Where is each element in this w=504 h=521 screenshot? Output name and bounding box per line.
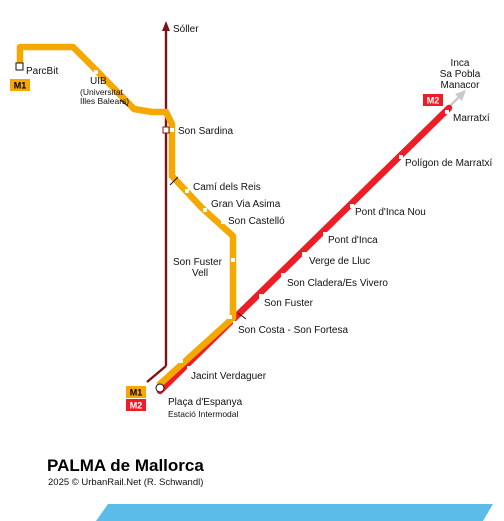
label-placa-espanya: Plaça d'Espanya [168, 397, 243, 408]
badge-m1-parcbit-text: M1 [14, 81, 27, 91]
marker-marratxi [445, 110, 449, 114]
soller-railway-spur [146, 365, 167, 383]
marker-son-fuster-vell [231, 258, 235, 262]
marker-verge-lluc [302, 252, 306, 256]
badge-m2-placa-box [126, 399, 146, 411]
label-m2-dest-2: Sa Pobla [440, 69, 481, 80]
marker-placa-espanya [155, 383, 165, 393]
label-m2-dest-1: Inca [451, 58, 470, 69]
marker-son-sardina-rail [162, 126, 170, 134]
label-m2-dest-3: Manacor [441, 80, 481, 91]
marker-poligon [399, 155, 403, 159]
label-parcbit: ParcBit [26, 66, 58, 77]
badge-m2-marratxi: M2 [423, 94, 443, 106]
badge-m1-placa-box [126, 386, 146, 398]
label-son-sardina: Son Sardina [178, 126, 233, 137]
marker-son-fuster [259, 294, 263, 298]
label-marratxi: Marratxí [453, 113, 490, 124]
label-soller: Sóller [173, 24, 199, 35]
badge-m1-placa: M1 [126, 386, 146, 398]
marker-gran-via [203, 208, 207, 212]
label-estacio-intermodal: Estació Intermodal [168, 409, 239, 419]
label-son-fuster: Son Fuster [264, 298, 314, 309]
label-son-fuster-vell-line2: Vell [192, 268, 208, 279]
marker-son-castello [221, 220, 225, 224]
badge-m1-parcbit-box [10, 79, 30, 91]
tick-uib [119, 99, 129, 107]
badge-m2-placa: M2 [126, 399, 146, 411]
m2-continuation-arrow-icon [455, 90, 466, 101]
page-title: PALMA de Mallorca [47, 456, 204, 475]
label-cami-dels-reis: Camí dels Reis [193, 182, 261, 193]
marker-son-costa-m1 [228, 315, 232, 319]
marker-son-sardina [170, 128, 174, 132]
label-verge-de-lluc: Verge de Lluc [309, 256, 370, 267]
badge-m1-placa-text: M1 [130, 388, 143, 398]
tick-son-fuster [237, 312, 247, 320]
badge-m2-placa-text: M2 [130, 401, 143, 411]
marker-parcbit [15, 62, 24, 71]
badge-m2-marratxi-box [423, 94, 443, 106]
credit-text: 2025 © UrbanRail.Net (R. Schwandl) [48, 477, 203, 488]
soller-railway [146, 21, 170, 383]
station-markers [15, 62, 449, 370]
label-son-fuster-vell: Son Fuster [173, 257, 223, 268]
section-ticks [119, 99, 247, 320]
label-son-castello: Son Castelló [228, 216, 285, 227]
label-uib: UIB [90, 76, 107, 87]
label-son-costa: Son Costa - Son Fortesa [238, 325, 348, 336]
marker-pont-inca-nou [350, 204, 354, 208]
label-gran-via-asima: Gran Via Asima [211, 199, 281, 210]
marker-son-costa-m2 [233, 321, 237, 325]
label-uib-line3: Illes Balears) [80, 96, 129, 106]
label-son-cladera: Son Cladera/Es Vivero [287, 278, 388, 289]
marker-cami-dels-reis [185, 189, 189, 193]
sea-shape [96, 504, 493, 521]
badge-m1-parcbit: M1 [10, 79, 30, 91]
label-pont-inca: Pont d'Inca [328, 235, 378, 246]
badge-m2-marratxi-text: M2 [427, 96, 440, 106]
marker-jacint-m2 [187, 366, 191, 370]
label-pont-inca-nou: Pont d'Inca Nou [355, 207, 426, 218]
label-poligon-marratxi: Polígon de Marratxí [405, 158, 492, 169]
marker-son-cladera [281, 273, 285, 277]
tick-cami [169, 176, 179, 186]
label-jacint-verdaguer: Jacint Verdaguer [191, 371, 267, 382]
m1-line [16, 43, 237, 388]
soller-arrow-icon [162, 21, 170, 31]
marker-uib [94, 70, 98, 74]
marker-jacint-m1 [179, 359, 183, 363]
label-uib-line2: (Universitat [80, 87, 124, 97]
marker-pont-inca [323, 232, 327, 236]
